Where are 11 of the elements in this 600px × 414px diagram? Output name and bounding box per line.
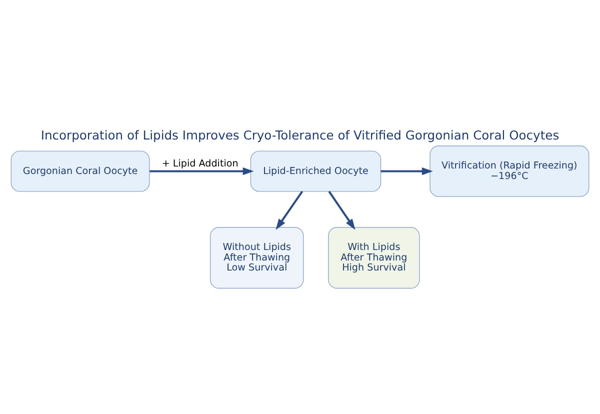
node-box: Gorgonian Coral Oocyte xyxy=(10,150,150,192)
node-box: With Lipids After Thawing High Survival xyxy=(328,226,420,288)
arrow xyxy=(276,190,304,230)
arrow xyxy=(150,166,254,175)
arrow xyxy=(328,190,356,230)
edge-label: + Lipid Addition xyxy=(162,158,238,170)
node-box: Lipid-Enriched Oocyte xyxy=(250,150,382,192)
arrow xyxy=(380,166,433,175)
node-box: Vitrification (Rapid Freezing) −196°C xyxy=(430,145,590,196)
diagram-title: Incorporation of Lipids Improves Cryo-Tolerance of Vitrified Gorgonian Coral Oocytes xyxy=(40,128,560,142)
node-box: Without Lipids After Thawing Low Survival xyxy=(210,226,304,288)
